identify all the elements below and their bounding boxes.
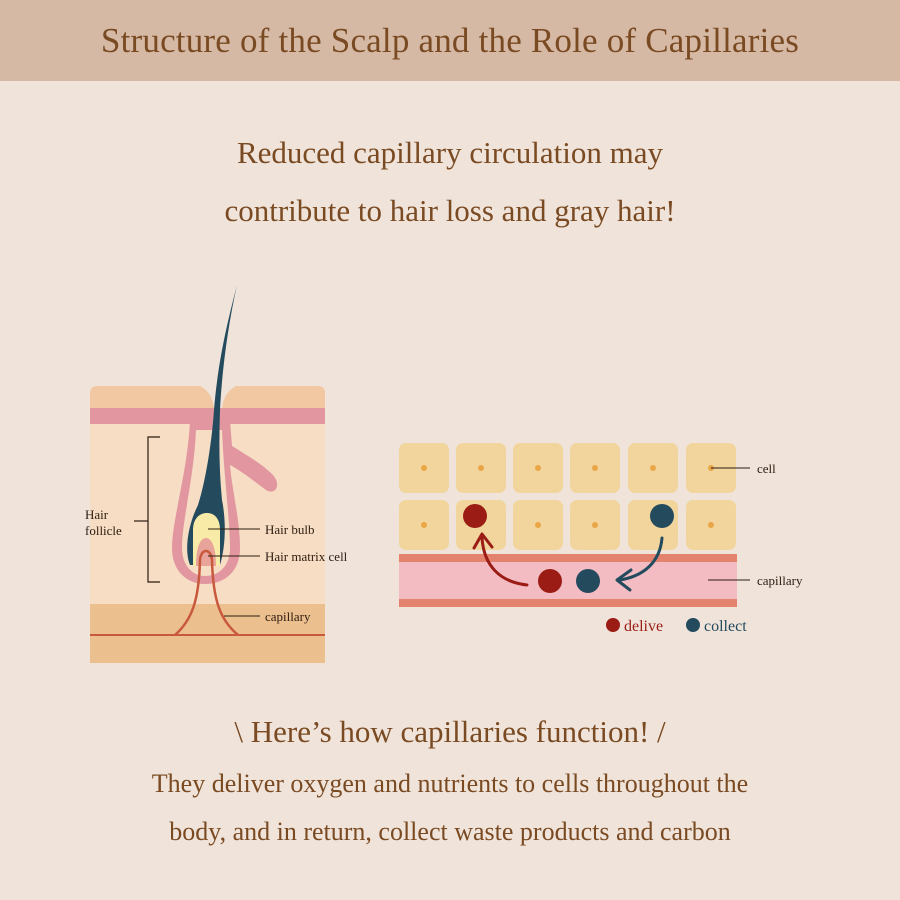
cell-row-bottom — [399, 500, 736, 550]
function-text-line-1: They deliver oxygen and nutrients to cel… — [151, 769, 749, 798]
intro-line-2: contribute to hair loss and gray hair! — [224, 193, 676, 228]
capillary-lumen — [399, 562, 737, 599]
follicle-bracket — [147, 436, 160, 583]
deliver-arrow-head — [472, 532, 494, 550]
deliver-particle-in-capillary — [538, 569, 562, 593]
label-hair-matrix: Hair matrix cell — [265, 549, 348, 564]
label-capillary-right: capillary — [757, 573, 803, 588]
follicle-capillary-loop — [174, 549, 239, 636]
cell — [628, 500, 678, 550]
hair-shaft — [187, 285, 237, 565]
cell-nucleus — [650, 465, 656, 471]
deliver-arrow — [480, 536, 529, 587]
function-heading: \ Here’s how capillaries function! / — [234, 714, 666, 749]
cell-nucleus — [592, 465, 598, 471]
epidermis-band — [90, 408, 325, 424]
capillary-wall-top — [399, 554, 737, 562]
legend-collect-dot — [686, 618, 700, 632]
cell-row-top — [399, 443, 736, 493]
cell-diagram: cell capillary delive collect — [399, 443, 803, 635]
label-hair-bulb: Hair bulb — [265, 522, 314, 537]
subcutaneous-layer — [90, 604, 325, 663]
legend-deliver-label: delive — [624, 618, 663, 635]
collect-arrow-head — [615, 568, 633, 592]
cell-nucleus — [535, 465, 541, 471]
follicle-diagram: Hair follicle Hair bulb Hair matrix cell… — [85, 285, 348, 663]
label-hair-follicle-1: Hair — [85, 507, 109, 522]
page-title: Structure of the Scalp and the Role of C… — [100, 20, 800, 60]
label-cell: cell — [757, 461, 776, 476]
cell-nucleus — [478, 465, 484, 471]
cell-nucleus — [708, 522, 714, 528]
capillary-wall-bottom — [399, 599, 737, 607]
cell-nucleus — [421, 522, 427, 528]
function-text-line-2: body, and in return, collect waste produ… — [169, 817, 731, 846]
legend-collect-label: collect — [704, 618, 747, 635]
skin-top-layer — [90, 386, 214, 408]
label-hair-follicle-2: follicle — [85, 523, 122, 538]
collect-arrow — [618, 536, 664, 582]
legend-deliver-dot — [606, 618, 620, 632]
intro-line-1: Reduced capillary circulation may — [236, 135, 664, 170]
header-bar: Structure of the Scalp and the Role of C… — [0, 0, 900, 81]
label-capillary-left: capillary — [265, 609, 311, 624]
cell-nucleus — [421, 465, 427, 471]
deliver-particle-in-cell — [463, 504, 487, 528]
cell-nucleus — [535, 522, 541, 528]
collect-particle-in-cell — [650, 504, 674, 528]
cell-nucleus — [592, 522, 598, 528]
collect-particle-in-capillary — [576, 569, 600, 593]
skin-top-layer-right — [222, 386, 325, 408]
